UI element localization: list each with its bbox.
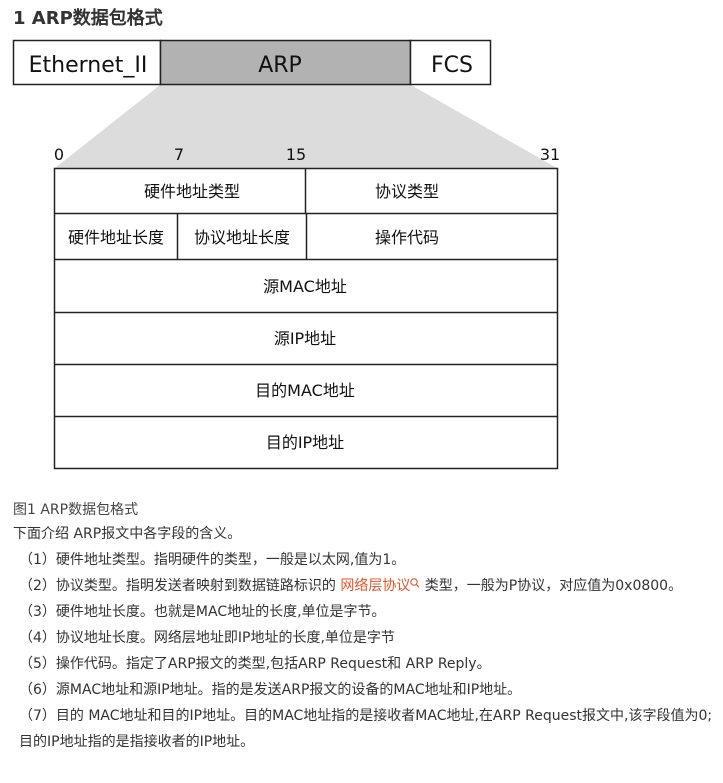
item-text-post: 类型，一般为P协议，对应值为0x0800。 bbox=[420, 578, 683, 594]
fcs-box bbox=[409, 39, 492, 86]
arp-label: ARP bbox=[258, 53, 302, 78]
field-proto-len: 协议地址长度 bbox=[194, 228, 290, 247]
section-heading: 1 ARP数据包格式 bbox=[13, 8, 163, 29]
figure-caption: 图1 ARP数据包格式 bbox=[13, 502, 139, 518]
search-icon[interactable] bbox=[410, 577, 420, 591]
field-proto-type: 协议类型 bbox=[375, 182, 439, 201]
bit-label-7: 7 bbox=[174, 145, 184, 164]
field-opcode: 操作代码 bbox=[375, 228, 439, 247]
field-src-mac: 源MAC地址 bbox=[263, 277, 347, 296]
list-item: （2）协议类型。指明发送者映射到数据链路标识的 网络层协议 类型，一般为P协议，… bbox=[13, 573, 718, 599]
bit-label-15: 15 bbox=[286, 145, 306, 164]
list-item: （3）硬件地址长度。也就是MAC地址的长度,单位是字节。 bbox=[19, 604, 386, 620]
link-text[interactable]: 网络层协议 bbox=[340, 578, 411, 594]
list-item: （6）源MAC地址和源IP地址。指的是发送ARP报文的设备的MAC地址和IP地址… bbox=[19, 682, 522, 698]
bit-label-31: 31 bbox=[540, 145, 560, 164]
arp-packet-diagram: Ethernet_II ARP FCS 0 7 15 31 硬件地址类型 协议类… bbox=[12, 39, 560, 470]
field-dst-mac: 目的MAC地址 bbox=[255, 381, 355, 400]
field-table bbox=[53, 167, 559, 470]
field-descriptions: 下面介绍 ARP报文中各字段的含义。 （1）硬件地址类型。指明硬件的类型，一般是… bbox=[13, 521, 718, 755]
network-layer-protocol-link[interactable]: 网络层协议 bbox=[340, 578, 420, 594]
list-item: （4）协议地址长度。网络层地址即IP地址的长度,单位是字节 bbox=[19, 630, 395, 646]
ethernet-label: Ethernet_II bbox=[29, 53, 148, 78]
field-hw-len: 硬件地址长度 bbox=[68, 228, 164, 247]
field-hw-type: 硬件地址类型 bbox=[144, 182, 240, 201]
list-item: （7）目的 MAC地址和目的IP地址。目的MAC地址指的是接收者MAC地址,在A… bbox=[19, 708, 713, 750]
list-item: （5）操作代码。指定了ARP报文的类型,包括ARP Request和 ARP R… bbox=[19, 656, 491, 672]
expansion-wedge bbox=[55, 85, 557, 168]
item-text-pre: （2）协议类型。指明发送者映射到数据链路标识的 bbox=[19, 578, 341, 594]
bit-label-0: 0 bbox=[54, 145, 64, 164]
field-src-ip: 源IP地址 bbox=[274, 329, 336, 348]
list-item: （1）硬件地址类型。指明硬件的类型，一般是以太网,值为1。 bbox=[19, 552, 406, 568]
intro-text: 下面介绍 ARP报文中各字段的含义。 bbox=[13, 526, 242, 542]
fcs-label: FCS bbox=[431, 53, 473, 78]
ethernet-header-box bbox=[12, 39, 162, 86]
field-dst-ip: 目的IP地址 bbox=[266, 433, 344, 452]
